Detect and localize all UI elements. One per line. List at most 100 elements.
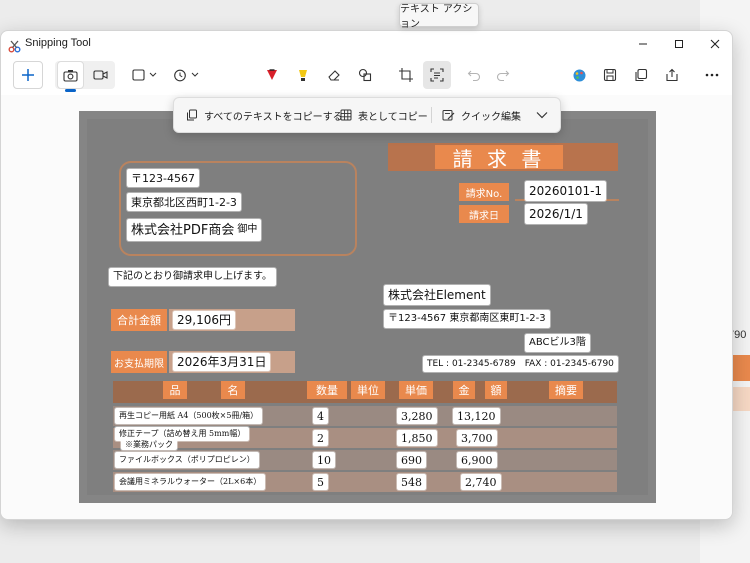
shapes-icon: [358, 68, 372, 82]
share-button[interactable]: [659, 61, 685, 89]
row-2-subitem[interactable]: ※業務パック: [121, 439, 177, 450]
camera-icon: [63, 69, 78, 82]
save-button[interactable]: [597, 61, 623, 89]
invoice-number[interactable]: 20260101-1: [525, 181, 607, 201]
row-2-amount[interactable]: 3,700: [457, 430, 497, 446]
text-action-tooltip: テキスト アクション: [399, 3, 479, 30]
row-1-item[interactable]: 再生コピー用紙 A4（500枚×5冊/箱）: [115, 408, 263, 424]
row-3-amount[interactable]: 6,900: [457, 452, 497, 468]
more-options-button[interactable]: [699, 61, 725, 89]
row-4-item[interactable]: 会議用ミネラルウォーター（2L×6本）: [115, 474, 266, 490]
quick-edit-icon: [442, 110, 455, 121]
plus-icon: [22, 69, 34, 81]
header-qty: 数量: [307, 381, 347, 399]
text-actions-button[interactable]: [423, 61, 451, 89]
shapes-tool[interactable]: [352, 61, 378, 89]
issuer-company[interactable]: 株式会社Element: [384, 285, 490, 305]
snip-shape-dropdown[interactable]: [129, 61, 161, 89]
header-amount-a: 金: [453, 381, 475, 399]
row-1-price[interactable]: 3,280: [397, 408, 437, 424]
text-action-bar: すべてのテキストをコピーする 表としてコピー クイック編集: [173, 97, 561, 133]
row-3-price[interactable]: 690: [397, 452, 426, 468]
copy-as-table-button[interactable]: 表としてコピー: [340, 98, 428, 132]
close-button[interactable]: [697, 31, 733, 57]
highlighter-tool[interactable]: [290, 61, 316, 89]
header-item-b: 名: [221, 381, 245, 399]
total-amount[interactable]: 29,106円: [173, 311, 235, 329]
app-title: Snipping Tool: [25, 37, 91, 49]
selected-mode-indicator: [65, 89, 76, 92]
edit-in-paint-button[interactable]: [566, 61, 592, 89]
video-mode-button[interactable]: [87, 61, 114, 89]
copy-as-table-label: 表としてコピー: [358, 111, 428, 123]
screenshot-mode-button[interactable]: [57, 61, 84, 89]
video-camera-icon: [93, 70, 108, 80]
recipient-honorific: 御中: [237, 224, 258, 235]
maximize-button[interactable]: [661, 31, 697, 57]
issuer-address[interactable]: 〒123-4567 東京都南区東町1-2-3: [384, 310, 550, 328]
recipient-company-name: 株式会社PDF商会: [131, 222, 235, 238]
row-4-qty[interactable]: 5: [313, 474, 328, 490]
undo-button[interactable]: [461, 61, 487, 89]
invoice-message[interactable]: 下記のとおり御請求申し上げます。: [109, 268, 276, 286]
recipient-postal-code[interactable]: 〒123-4567: [127, 169, 199, 187]
new-snip-button[interactable]: [13, 61, 43, 89]
invoice-date[interactable]: 2026/1/1: [525, 204, 587, 224]
redo-icon: [496, 70, 510, 82]
crop-icon: [399, 68, 413, 82]
snipping-tool-icon: [8, 38, 21, 53]
capture-canvas: 請 求 書 〒123-4567 東京都北区西町1-2-3 株式会社PDF商会御中…: [1, 95, 732, 519]
row-1-amount[interactable]: 13,120: [453, 408, 500, 424]
row-3-item[interactable]: ファイルボックス（ポリプロピレン）: [115, 452, 259, 468]
maximize-icon: [675, 40, 683, 48]
table-icon: [340, 109, 352, 121]
snipping-tool-window: テキスト アクション Snipping Tool: [0, 3, 733, 520]
chevron-down-icon: [149, 72, 157, 77]
quick-edit-label: クイック編集: [461, 111, 521, 123]
copy-button[interactable]: [628, 61, 654, 89]
row-4-price[interactable]: 548: [397, 474, 426, 490]
action-bar-divider: [431, 107, 432, 123]
quick-edit-button[interactable]: クイック編集: [442, 98, 521, 132]
background-light-band: [728, 387, 750, 411]
copy-all-text-button[interactable]: すべてのテキストをコピーする: [186, 98, 343, 132]
eraser-tool[interactable]: [321, 61, 347, 89]
rectangle-snip-icon: [132, 69, 157, 81]
delay-timer-dropdown[interactable]: [171, 61, 203, 89]
copy-icon: [635, 68, 648, 82]
row-3-qty[interactable]: 10: [313, 452, 335, 468]
header-price: 単価: [399, 381, 433, 399]
copy-all-text-label: すべてのテキストをコピーする: [204, 111, 343, 123]
row-2-qty[interactable]: 2: [313, 430, 328, 446]
text-scan-icon: [430, 68, 444, 82]
share-icon: [666, 68, 678, 82]
background-orange-band: [728, 355, 750, 381]
quick-edit-dropdown[interactable]: [536, 98, 554, 132]
row-2-item[interactable]: 修正テープ（詰め替え用 5mm幅）: [115, 427, 250, 441]
issuer-building[interactable]: ABCビル3階: [525, 334, 590, 352]
invoice-date-label: 請求日: [459, 205, 509, 223]
invoice-number-label: 請求No.: [459, 183, 509, 201]
copy-text-icon: [187, 109, 197, 121]
recipient-company[interactable]: 株式会社PDF商会御中: [127, 219, 262, 241]
pen-icon: [267, 69, 277, 80]
header-note: 摘要: [549, 381, 583, 399]
total-amount-label: 合計金額: [111, 309, 167, 331]
recipient-address-box: [119, 161, 357, 256]
minimize-icon: [639, 43, 647, 45]
captured-invoice-image[interactable]: 請 求 書 〒123-4567 東京都北区西町1-2-3 株式会社PDF商会御中…: [79, 111, 656, 503]
row-4-amount[interactable]: 2,740: [461, 474, 501, 490]
ballpoint-pen-tool[interactable]: [259, 61, 285, 89]
redo-button[interactable]: [490, 61, 516, 89]
row-1-qty[interactable]: 4: [313, 408, 328, 424]
toolbar: [1, 59, 732, 93]
due-date[interactable]: 2026年3月31日: [173, 353, 271, 371]
minimize-button[interactable]: [625, 31, 661, 57]
recipient-address[interactable]: 東京都北区西町1-2-3: [127, 193, 241, 211]
more-icon: [705, 73, 719, 77]
issuer-contact[interactable]: TEL : 01-2345-6789 FAX : 01-2345-6790: [423, 356, 618, 372]
row-2-price[interactable]: 1,850: [397, 430, 437, 446]
crop-button[interactable]: [393, 61, 419, 89]
paint-app-icon: [573, 69, 585, 81]
clock-icon: [174, 69, 199, 81]
